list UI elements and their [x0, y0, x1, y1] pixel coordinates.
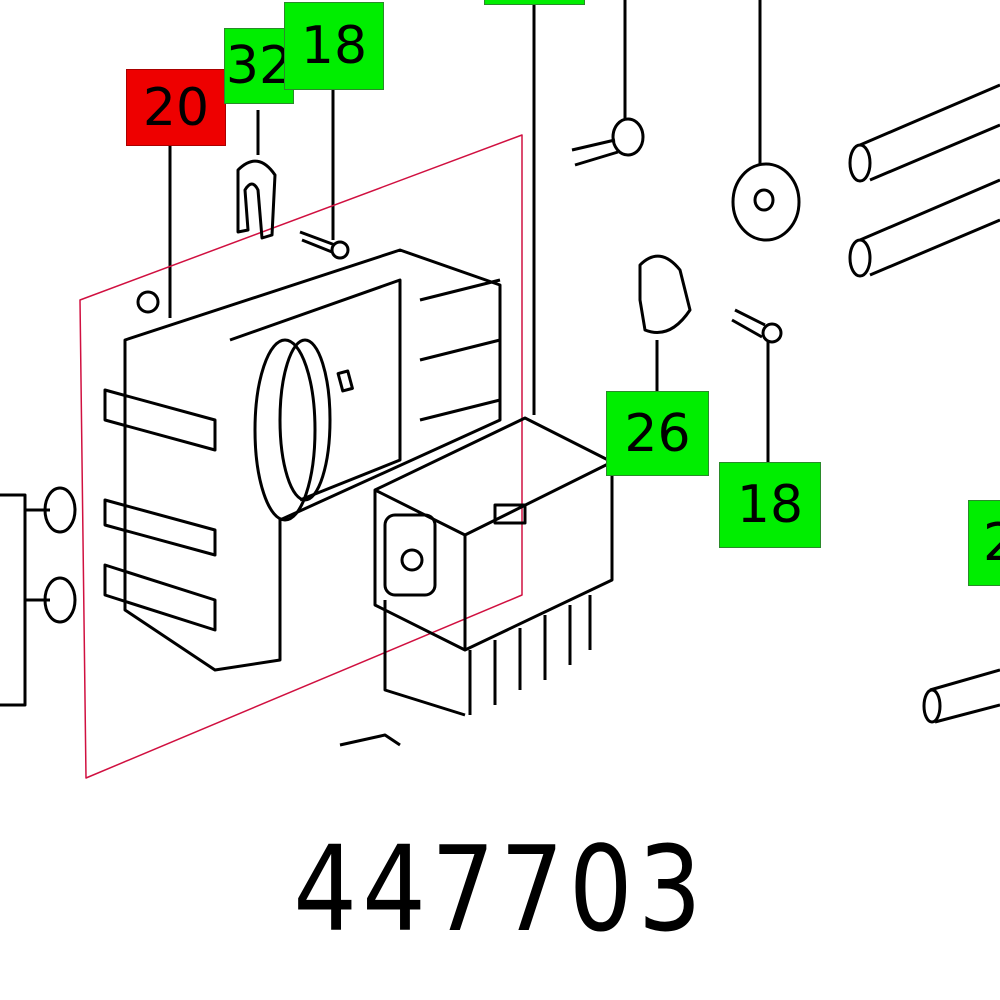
clip-part: [236, 159, 277, 240]
assembly-outline: [79, 134, 523, 779]
callout-32[interactable]: 32: [224, 28, 294, 104]
switch-housing: [103, 248, 502, 672]
callout-2-partial[interactable]: 2: [968, 500, 1000, 586]
leader-lines: [168, 0, 770, 462]
callout-18-right[interactable]: 18: [719, 462, 821, 548]
callout-26[interactable]: 26: [606, 391, 709, 476]
bracket-part: [638, 254, 692, 334]
callout-20[interactable]: 20: [126, 69, 226, 146]
screws: [299, 117, 783, 344]
callout-top-partial[interactable]: [484, 0, 585, 5]
washer: [731, 162, 801, 242]
relay-block: [373, 416, 614, 717]
plug-part: [0, 486, 77, 707]
part-number: 447703: [293, 820, 707, 958]
callout-18-top[interactable]: 18: [284, 2, 384, 90]
rods: [339, 83, 1000, 747]
